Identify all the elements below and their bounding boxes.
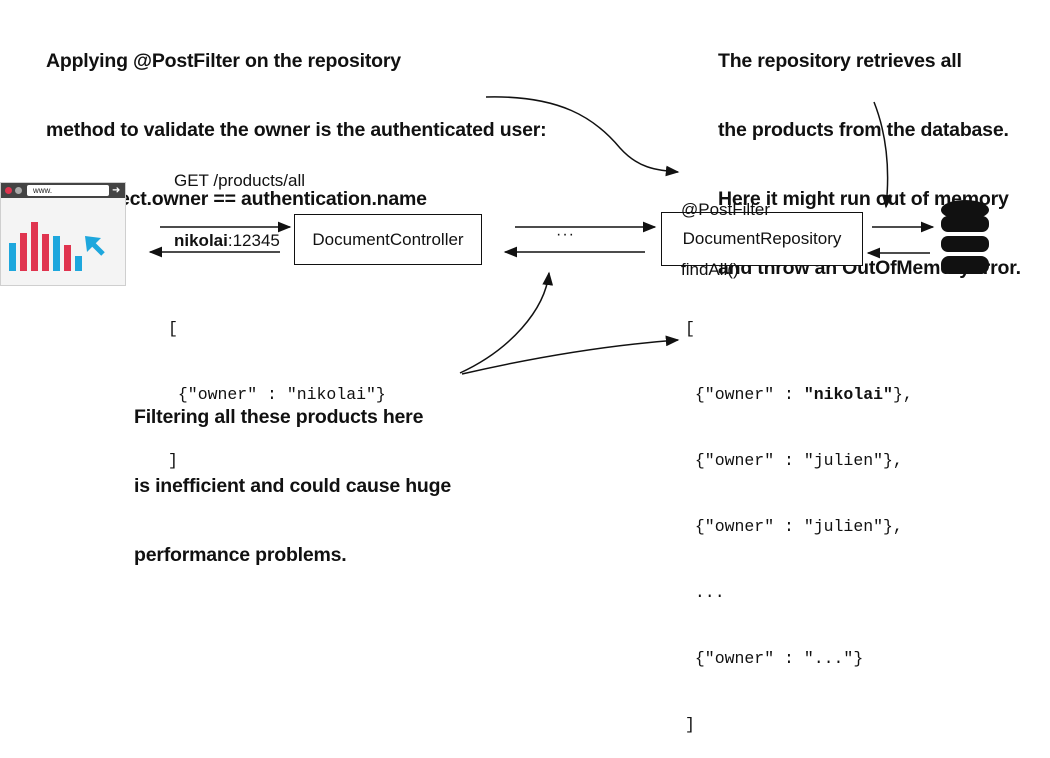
request-label: GET /products/all nikolai:12345 bbox=[174, 131, 305, 271]
filtering-callout-pointer-controller bbox=[459, 271, 554, 374]
bar-chart-icon-bar-6 bbox=[64, 245, 71, 271]
repository-callout-line-3: Here it might run out of memory bbox=[718, 188, 1009, 210]
request-username: nikolai bbox=[174, 231, 228, 250]
repository-response-item-4: {"owner" : "..."} bbox=[685, 649, 864, 668]
findall-method: findAll() bbox=[681, 260, 739, 279]
cursor-arrow-icon bbox=[85, 236, 105, 256]
repository-response-open: [ bbox=[685, 319, 695, 338]
bar-chart-icon-bar-4 bbox=[42, 234, 49, 271]
filtering-callout-line-1: Filtering all these products here bbox=[134, 406, 424, 428]
repository-response-ellipsis: ... bbox=[685, 583, 725, 602]
controller-response-item: {"owner" : "nikolai"} bbox=[168, 385, 386, 404]
document-controller-box: DocumentController bbox=[294, 214, 482, 265]
request-credentials: nikolai:12345 bbox=[174, 231, 305, 251]
document-controller-label: DocumentController bbox=[312, 229, 464, 249]
bar-chart-icon-bar-3 bbox=[31, 222, 38, 271]
controller-response-open: [ bbox=[168, 319, 178, 338]
service-ellipsis: ··· bbox=[556, 226, 575, 243]
postfilter-callout-pointer bbox=[485, 96, 680, 177]
repository-callout-pointer bbox=[873, 101, 893, 209]
repository-response-item-3: {"owner" : "julien"}, bbox=[685, 517, 903, 536]
filtering-callout-line-3: performance problems. bbox=[134, 544, 347, 566]
bar-chart-icon-bar-1 bbox=[9, 243, 16, 271]
repository-callout-line-2: the products from the database. bbox=[718, 119, 1009, 141]
document-repository-box: DocumentRepository bbox=[661, 212, 863, 266]
repository-response-close: ] bbox=[685, 715, 695, 734]
repository-response-item-1-suffix: }, bbox=[892, 385, 913, 404]
postfilter-annotation: @PostFilter bbox=[681, 200, 771, 219]
repository-annotation: @PostFilter findAll() bbox=[681, 160, 770, 300]
bar-chart-icon-bar-7 bbox=[75, 256, 82, 271]
browser-close-dot bbox=[5, 187, 12, 194]
request-method-path: GET /products/all bbox=[174, 171, 306, 190]
bar-chart-icon bbox=[9, 222, 105, 271]
browser-window: www. ➜ bbox=[0, 182, 126, 286]
postfilter-callout-line-1: Applying @PostFilter on the repository bbox=[46, 50, 401, 72]
repository-response-item-1: {"owner" : "nikolai"}, bbox=[685, 384, 913, 406]
repository-response-item-1-value: "nikolai" bbox=[803, 385, 893, 404]
controller-response-close: ] bbox=[168, 451, 178, 470]
repository-response-item-2: {"owner" : "julien"}, bbox=[685, 451, 903, 470]
bar-chart-icon-bar-5 bbox=[53, 236, 60, 271]
postfilter-callout-line-2: method to validate the owner is the auth… bbox=[46, 119, 547, 141]
request-password: :12345 bbox=[227, 231, 280, 250]
browser-go-icon: ➜ bbox=[112, 185, 121, 196]
repository-response-item-1-key: {"owner" : bbox=[685, 385, 804, 404]
database-icon bbox=[941, 200, 989, 274]
browser-minimize-dot bbox=[15, 187, 22, 194]
filtering-callout-pointer-repository bbox=[461, 335, 680, 375]
repository-callout-line-1: The repository retrieves all bbox=[718, 50, 962, 72]
document-repository-label: DocumentRepository bbox=[682, 229, 842, 248]
browser-titlebar: www. ➜ bbox=[1, 183, 125, 198]
controller-response-json: [ {"owner" : "nikolai"} ] bbox=[168, 274, 386, 494]
connector-layer bbox=[148, 96, 935, 375]
bar-chart-icon-bar-2 bbox=[20, 233, 27, 271]
browser-address-bar: www. bbox=[27, 185, 109, 196]
